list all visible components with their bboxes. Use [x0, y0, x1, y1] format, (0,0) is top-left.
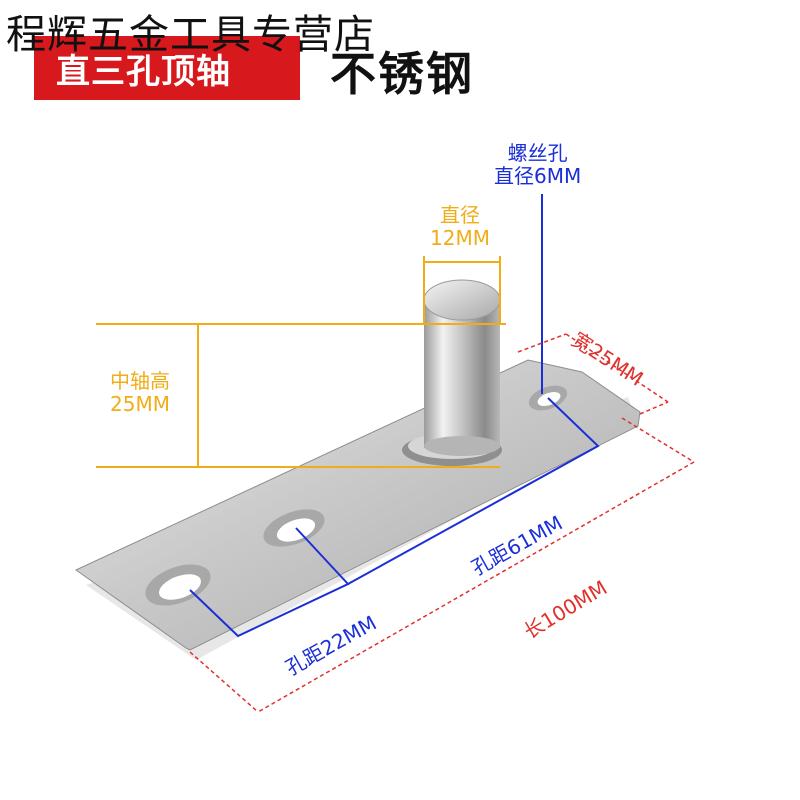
screw-hole-title: 螺丝孔: [507, 141, 568, 165]
yellow-dimensions: [96, 256, 506, 468]
screw-hole-diameter: 直径6MM: [494, 164, 582, 188]
pin-height-annotation: 中轴高 25MM: [110, 370, 170, 416]
screw-hole-annotation: 螺丝孔 直径6MM: [494, 142, 581, 188]
pin-diameter-value: 12MM: [430, 226, 490, 250]
pin-height-value: 25MM: [110, 392, 170, 416]
shop-name-watermark: 程辉五金工具专营店: [6, 12, 375, 58]
pin-height-title: 中轴高: [110, 369, 170, 393]
pin-diameter-annotation: 直径 12MM: [430, 204, 490, 250]
red-dimensions: [189, 333, 695, 713]
banner-product-type: 直三孔顶轴: [56, 52, 231, 92]
material-label: 不锈钢: [330, 47, 474, 101]
pin-diameter-title: 直径: [439, 203, 480, 227]
banner-red-box: [34, 36, 300, 100]
blue-dimensions: [189, 194, 600, 638]
